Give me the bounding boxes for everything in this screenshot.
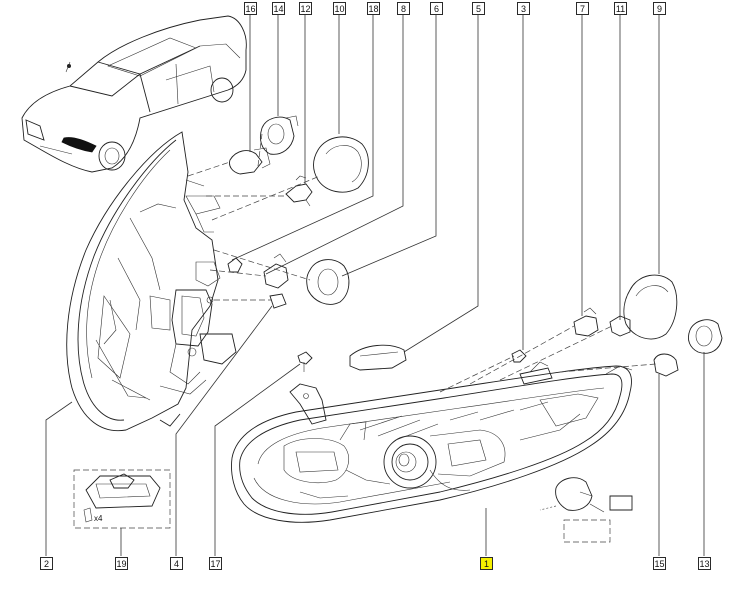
callout-11: 11 [614, 2, 627, 15]
callout-13: 13 [698, 557, 711, 570]
callout-4: 4 [170, 557, 183, 570]
spare-bulb [555, 477, 633, 543]
part-7-bulb [573, 307, 599, 337]
part-10-cover [313, 136, 369, 193]
screw-quantity-note: x4 [94, 514, 103, 523]
callout-15: 15 [653, 557, 666, 570]
callout-1: 1 [480, 557, 493, 570]
part-3-bulb [511, 349, 527, 363]
callout-18: 18 [367, 2, 380, 15]
part-9-cover [623, 274, 678, 340]
callout-16: 16 [244, 2, 257, 15]
callout-3: 3 [517, 2, 530, 15]
part-4-connector [269, 293, 287, 309]
part-13-holder [687, 319, 723, 354]
callout-5: 5 [472, 2, 485, 15]
part-16-bulb [229, 147, 271, 175]
callout-19: 19 [115, 557, 128, 570]
part-5-trim [349, 344, 407, 371]
headlamp-assembly [231, 361, 633, 523]
callout-2: 2 [40, 557, 53, 570]
callout-17: 17 [209, 557, 222, 570]
part-14-bulb-holder [259, 115, 299, 155]
part-18-clip [227, 257, 243, 273]
part-17-screw [297, 351, 313, 372]
callout-9: 9 [653, 2, 666, 15]
callout-14: 14 [272, 2, 285, 15]
callout-7: 7 [576, 2, 589, 15]
assembly-lines [187, 133, 657, 511]
callout-leaders [45, 14, 705, 556]
part-6-cover [306, 259, 350, 305]
callout-8: 8 [397, 2, 410, 15]
callout-6: 6 [430, 2, 443, 15]
headlamp-housing-rear [66, 131, 237, 432]
part-19-ballast-module [73, 469, 171, 529]
part-15-bulb [653, 353, 679, 377]
part-8-bulb [263, 253, 289, 289]
callout-12: 12 [299, 2, 312, 15]
callout-10: 10 [333, 2, 346, 15]
car-illustration [21, 15, 247, 173]
